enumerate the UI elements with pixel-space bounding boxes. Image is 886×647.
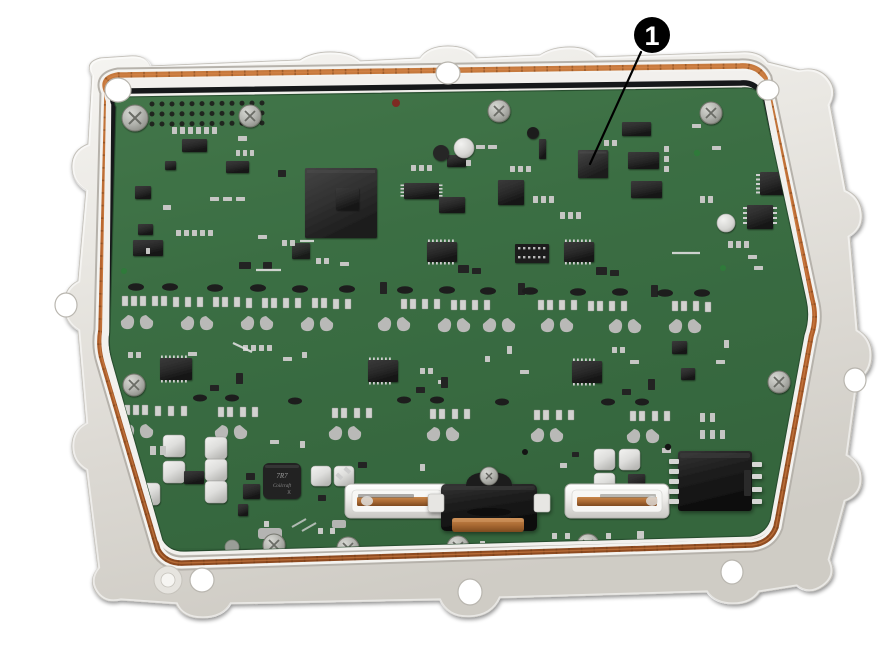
discrete-components	[115, 99, 763, 547]
isolation-pad-row-upper	[120, 315, 702, 334]
mounting-hole-bl	[189, 567, 215, 593]
power-supply-section: 7R7 Coilcraft X	[111, 434, 355, 516]
mounting-hole-br	[720, 559, 744, 585]
mounting-hole-tr	[756, 79, 780, 101]
pin-header-connector	[515, 244, 549, 263]
mounting-hole-bottom-c	[457, 578, 483, 606]
io-connector-right	[669, 451, 762, 511]
mounting-hole-right	[843, 367, 867, 393]
soic-ic-group	[135, 122, 788, 235]
callout-1-marker[interactable]	[634, 17, 670, 53]
led-red	[392, 99, 400, 107]
pcb-components: 7R7 Coilcraft X	[110, 88, 808, 552]
housing-mounting-holes	[54, 61, 867, 606]
shielded-inductor: 7R7 Coilcraft X	[263, 463, 301, 499]
svg-text:7R7: 7R7	[276, 472, 288, 480]
highlighted-ic-callout-1	[578, 150, 608, 178]
center-connector-block	[427, 466, 551, 532]
led-green-3	[121, 268, 127, 274]
mounting-hole-left	[54, 292, 78, 318]
callout-1-leader-line	[588, 50, 643, 166]
gate-driver-row-lower	[160, 341, 695, 386]
callout-1-label: 1	[644, 21, 659, 51]
busbar-terminal-left	[344, 483, 450, 519]
led-green-2	[720, 265, 726, 271]
gasket-gloss	[99, 65, 815, 564]
gasket-seal-assembly	[92, 58, 822, 571]
mounting-hole-top-c	[435, 61, 461, 85]
svg-text:Coilcraft: Coilcraft	[273, 484, 292, 489]
svg-text:X: X	[287, 490, 291, 496]
led-green-1	[693, 149, 701, 157]
busbar-terminal-right	[564, 483, 670, 519]
callout-1[interactable]: 1	[588, 17, 670, 166]
mounting-hole-tl	[104, 77, 132, 103]
smd-capacitor-bank-upper	[121, 295, 712, 313]
